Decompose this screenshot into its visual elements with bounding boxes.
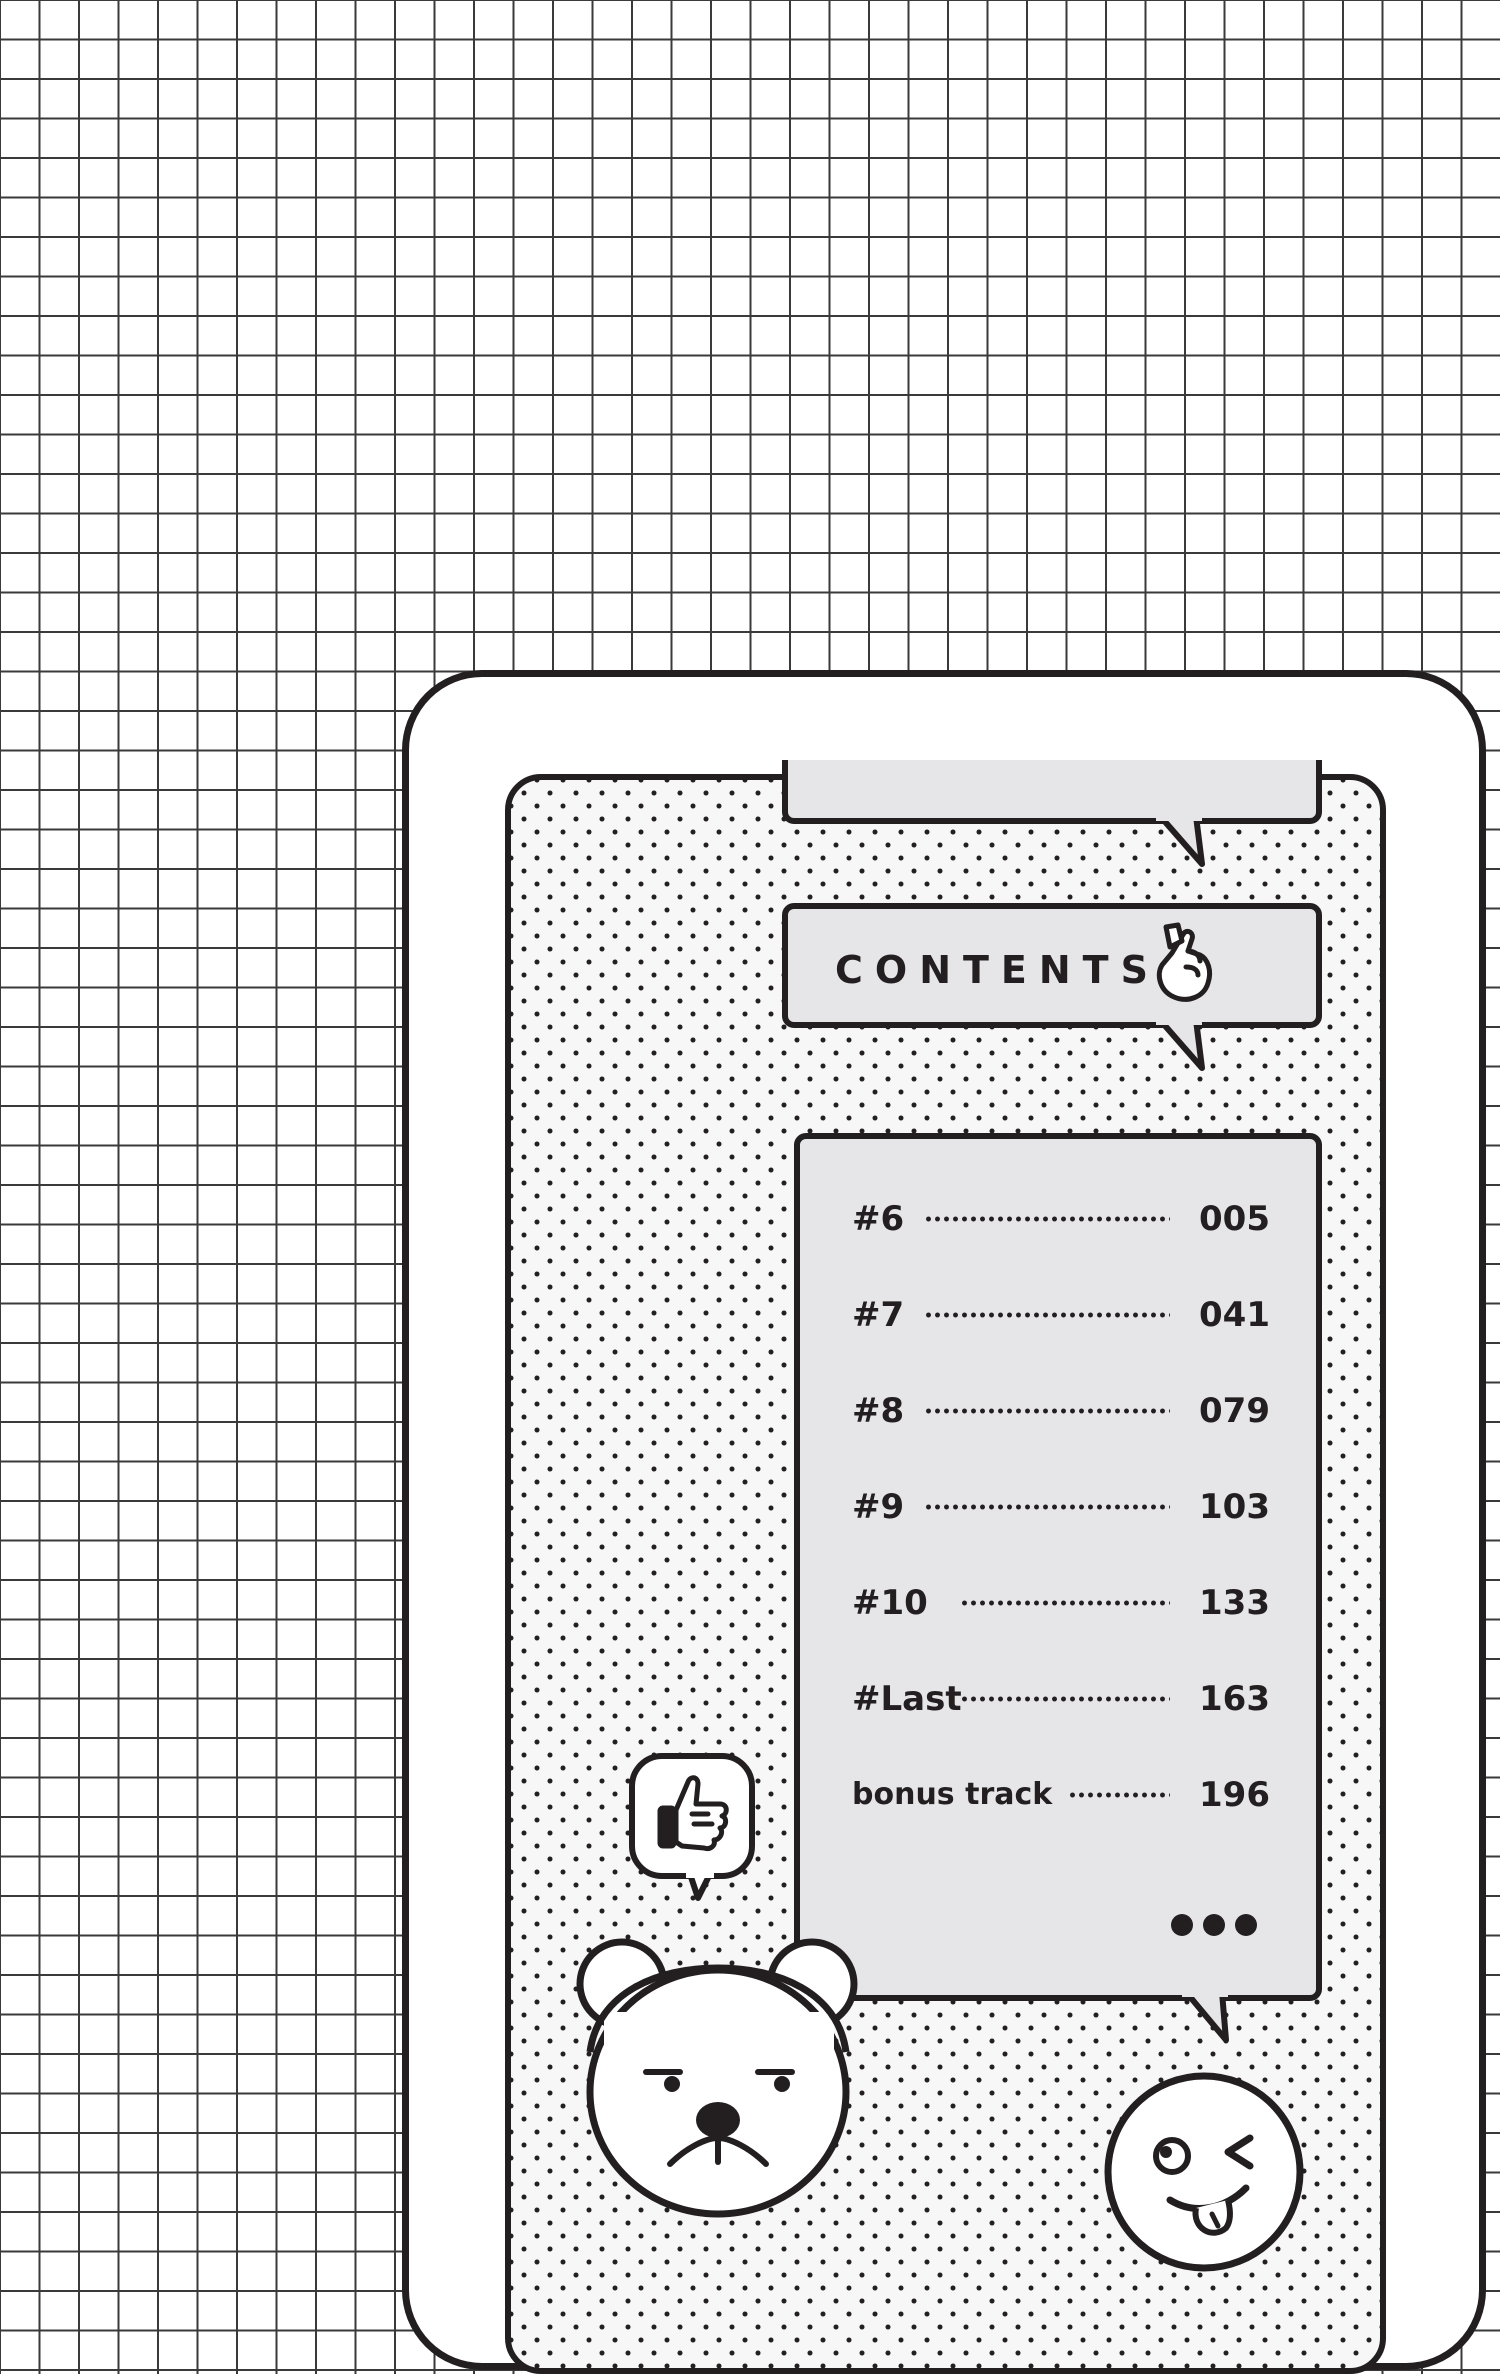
toc-item-label: #6 <box>852 1199 905 1239</box>
toc-item-page: 079 <box>1199 1391 1270 1431</box>
toc-item-label: #Last <box>852 1679 962 1719</box>
toc-leader-dots <box>924 1312 1170 1318</box>
contents-title: CONTENTS <box>835 948 1160 992</box>
toc-item[interactable]: #9 103 <box>852 1482 1270 1532</box>
toc-leader-dots <box>1068 1792 1170 1798</box>
winking-tongue-face-icon <box>1104 2072 1304 2272</box>
toc-leader-dots <box>924 1504 1170 1510</box>
toc-item-page: 196 <box>1199 1775 1270 1815</box>
toc-item-page: 005 <box>1199 1199 1270 1239</box>
toc-bubble-tail <box>1182 1988 1229 2043</box>
toc-item[interactable]: bonus track 196 <box>852 1770 1270 1820</box>
bear-face-icon <box>576 1938 858 2218</box>
toc-item-page: 133 <box>1199 1583 1270 1623</box>
toc-leader-dots <box>960 1696 1170 1702</box>
toc-item[interactable]: #10 133 <box>852 1578 1270 1628</box>
toc-leader-dots <box>924 1216 1170 1222</box>
toc-item-page: 163 <box>1199 1679 1270 1719</box>
toc-leader-dots <box>924 1408 1170 1414</box>
previous-chat-bubble-tail <box>1156 812 1205 867</box>
contents-bubble <box>782 903 1322 1028</box>
toc-bubble <box>794 1133 1322 2001</box>
toc-item[interactable]: #Last 163 <box>852 1674 1270 1724</box>
toc-item-label: #8 <box>852 1391 905 1431</box>
toc-item-label: bonus track <box>852 1777 1053 1812</box>
toc-item-label: #7 <box>852 1295 905 1335</box>
thumbs-up-icon[interactable] <box>628 1752 756 1908</box>
ellipsis-icon[interactable] <box>1168 1910 1268 1940</box>
toc-item-label: #10 <box>852 1583 928 1623</box>
toc-leader-dots <box>960 1600 1170 1606</box>
contents-bubble-tail <box>1156 1016 1205 1071</box>
finger-heart-icon <box>1156 922 1213 1002</box>
toc-item[interactable]: #8 079 <box>852 1386 1270 1436</box>
toc-item[interactable]: #7 041 <box>852 1290 1270 1340</box>
previous-chat-bubble <box>782 760 1322 824</box>
toc-item-label: #9 <box>852 1487 905 1527</box>
toc-item-page: 103 <box>1199 1487 1270 1527</box>
toc-item[interactable]: #6 005 <box>852 1194 1270 1244</box>
toc-item-page: 041 <box>1199 1295 1270 1335</box>
